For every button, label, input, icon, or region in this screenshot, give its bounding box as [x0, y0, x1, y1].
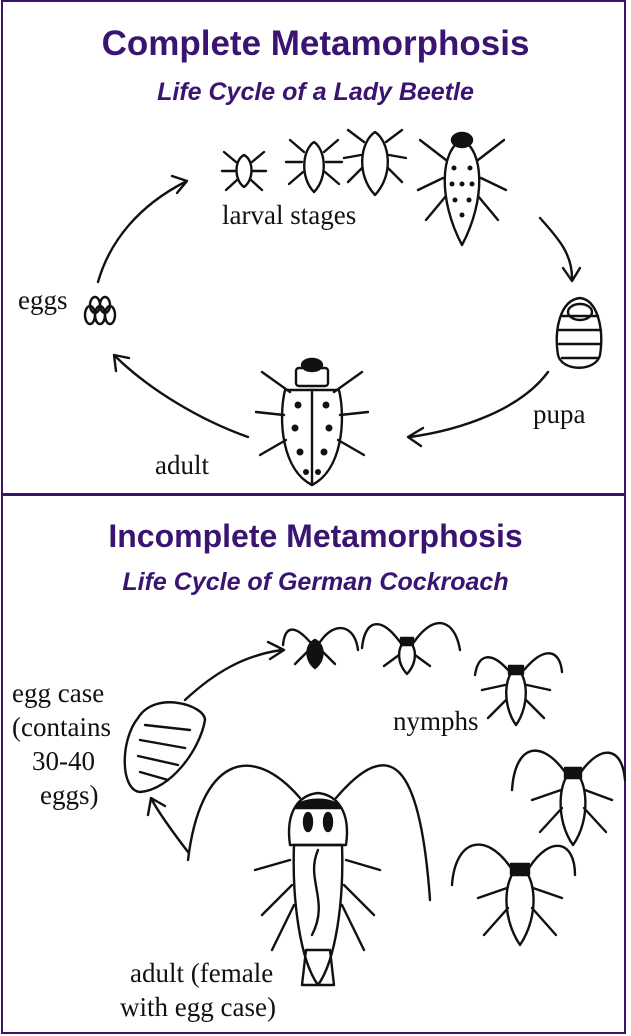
arrow-adult-to-eggcase [148, 798, 188, 852]
nymph-1-icon [283, 628, 358, 668]
nymph-5-icon [452, 845, 575, 945]
egg-case-icon [125, 702, 205, 792]
nymph-2-icon [362, 623, 460, 674]
nymph-3-icon [475, 653, 562, 725]
adult-cockroach-icon [188, 765, 430, 985]
arrow-eggcase-to-nymphs [185, 642, 284, 700]
nymph-4-icon [512, 751, 625, 845]
